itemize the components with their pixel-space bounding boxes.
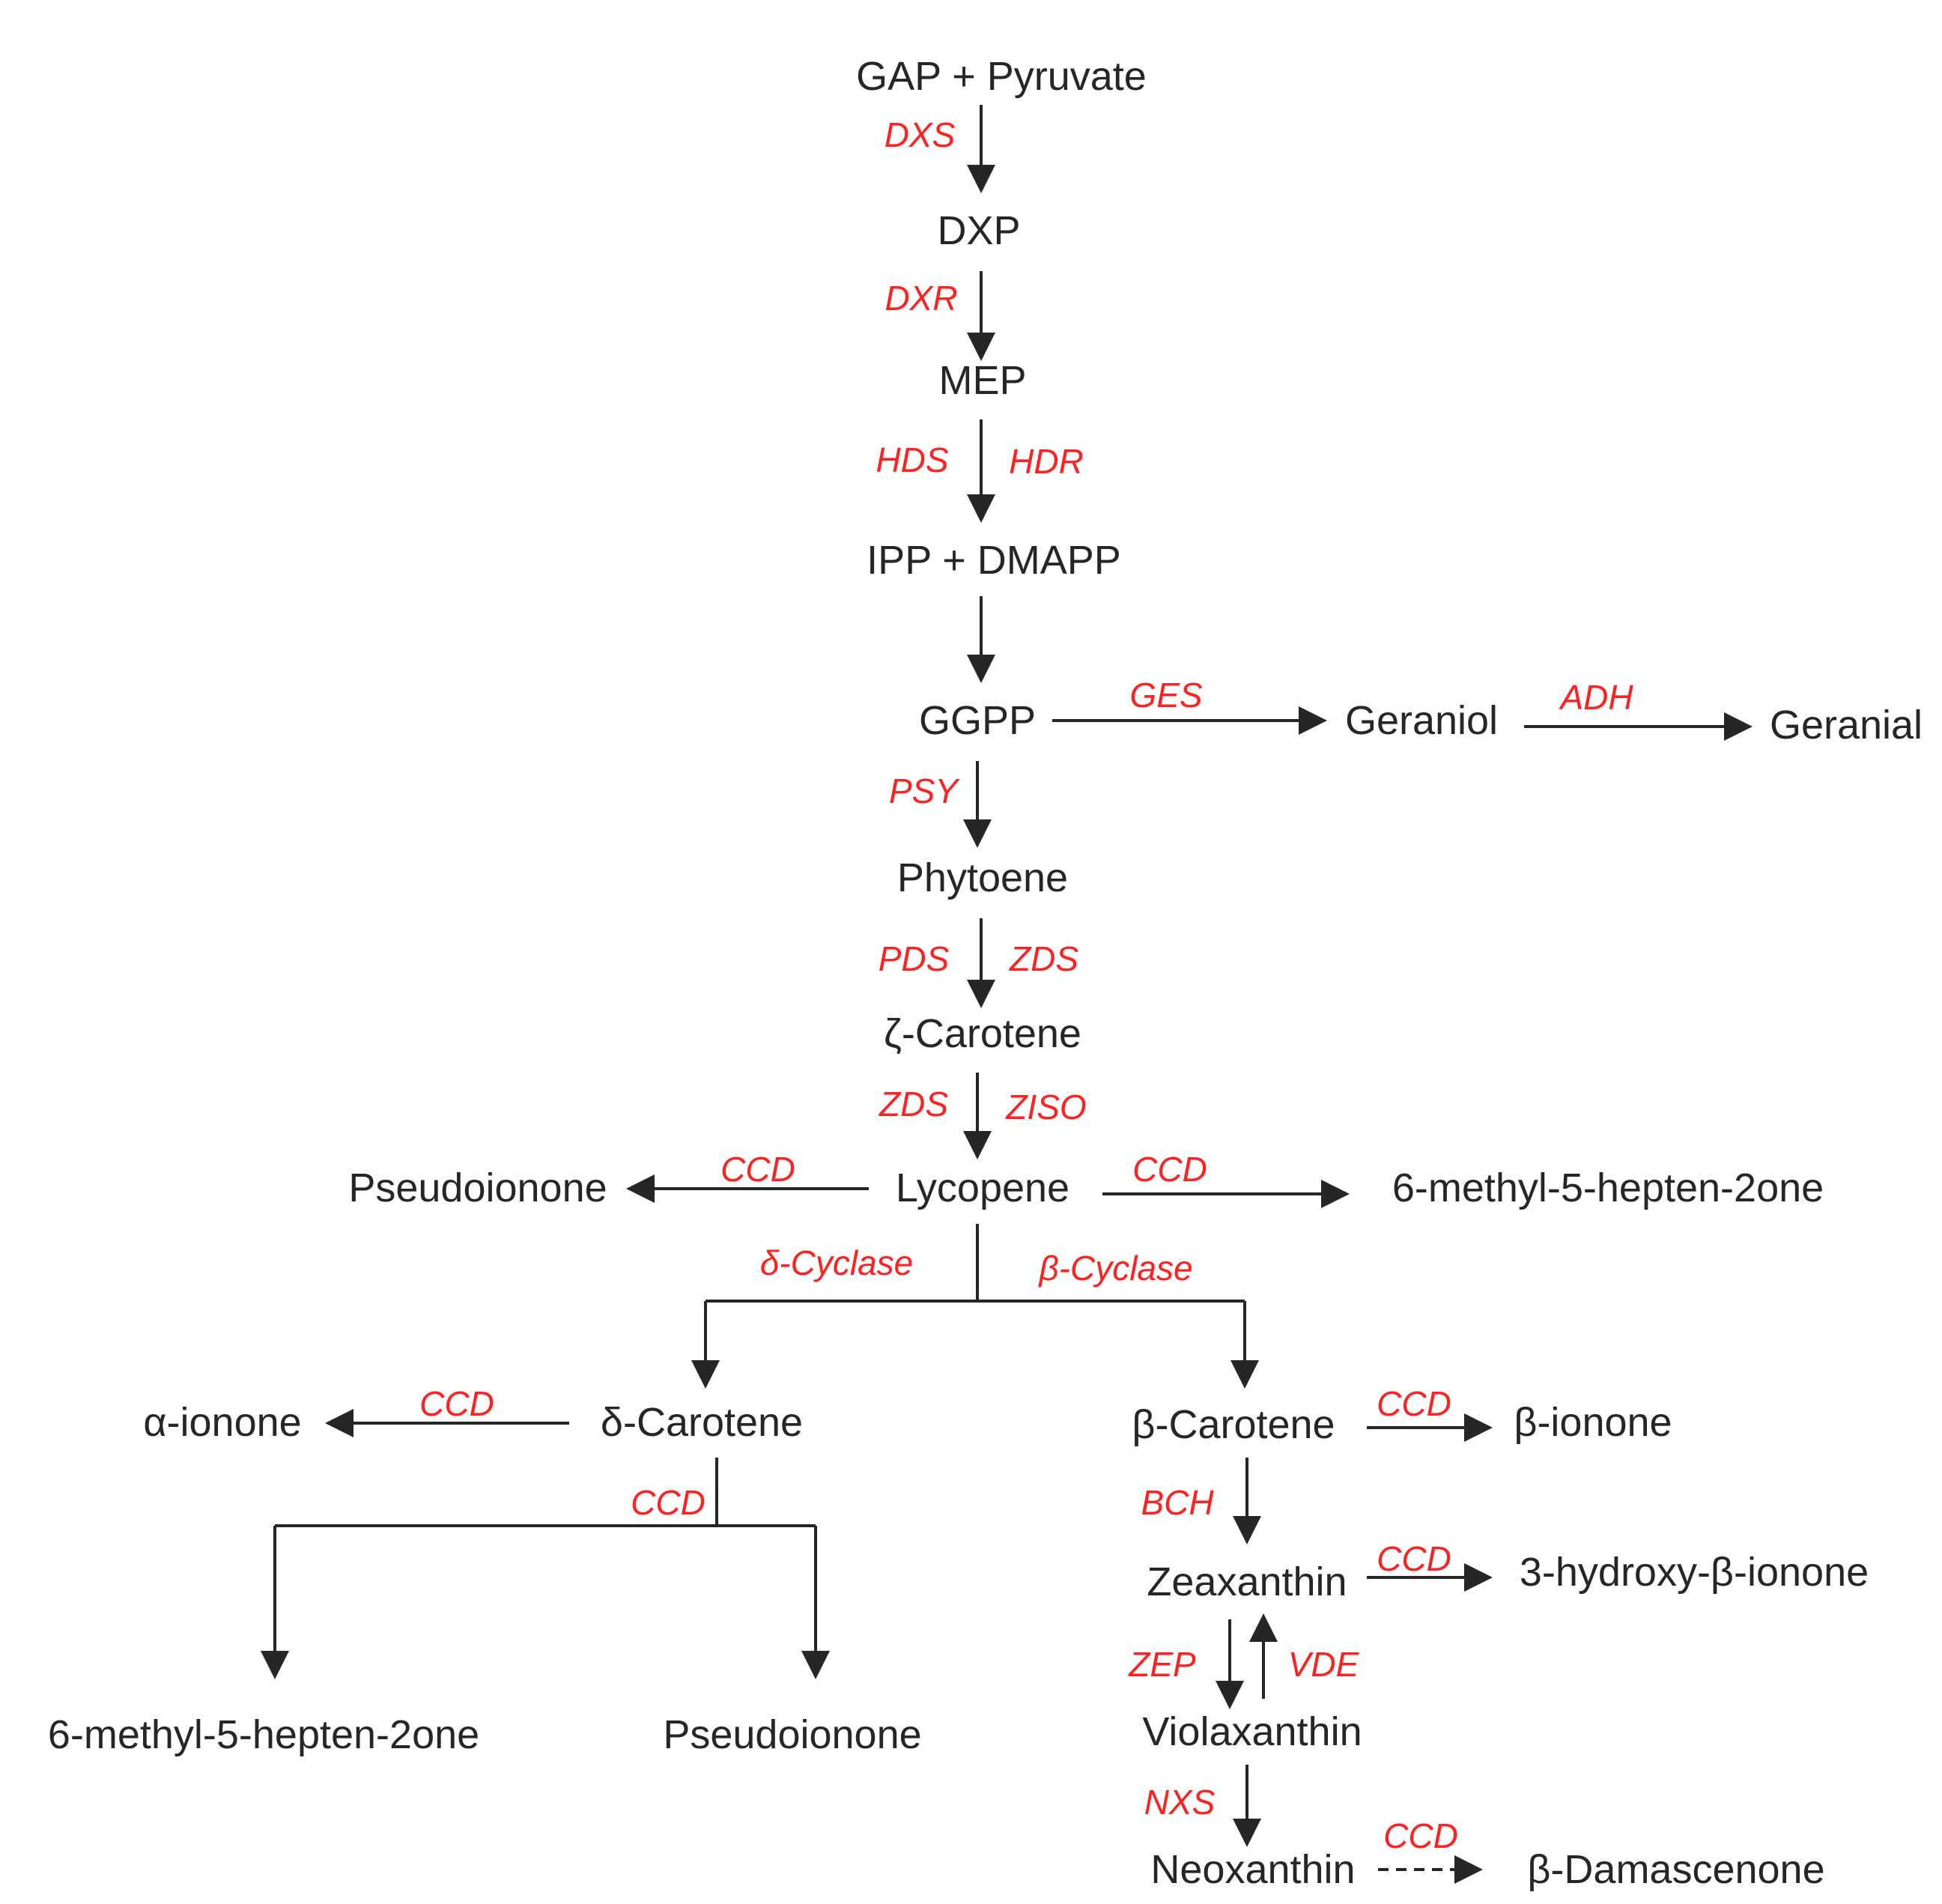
metabolite-methylheptenone-bottom: 6-methyl-5-hepten-2one	[48, 1712, 479, 1757]
enzyme-dxs: DXS	[884, 115, 956, 154]
metabolite-zeta-carotene: ζ-Carotene	[884, 1011, 1081, 1056]
metabolite-ggpp: GGPP	[919, 698, 1036, 743]
enzyme-ges: GES	[1129, 676, 1202, 715]
enzyme-delta-cyclase: δ-Cyclase	[760, 1243, 913, 1282]
metabolite-dxp: DXP	[937, 208, 1020, 253]
arrow-beta-carotene-to-zeaxanthin	[1233, 1458, 1261, 1544]
arrow-dxp-to-mep	[967, 271, 995, 361]
enzyme-hds: HDS	[876, 440, 948, 479]
arrow-geraniol-to-geranial	[1524, 712, 1753, 741]
enzyme-ccd-lycopene-left: CCD	[720, 1150, 795, 1189]
enzyme-ccd-lycopene-right: CCD	[1132, 1150, 1207, 1189]
arrow-gap-to-dxp	[967, 105, 995, 193]
enzyme-ccd-zeaxanthin: CCD	[1377, 1539, 1451, 1578]
metabolite-beta-ionone: β-ionone	[1514, 1400, 1672, 1445]
metabolite-hydroxy-beta-ionone: 3-hydroxy-β-ionone	[1520, 1550, 1869, 1595]
arrow-violaxanthin-to-neoxanthin	[1233, 1765, 1261, 1847]
metabolite-gap-pyruvate: GAP + Pyruvate	[856, 54, 1147, 99]
metabolite-delta-carotene: δ-Carotene	[601, 1400, 803, 1445]
arrow-violaxanthin-to-zeaxanthin	[1249, 1613, 1278, 1699]
enzyme-beta-cyclase: β-Cyclase	[1037, 1249, 1192, 1288]
arrow-zeta-carotene-to-lycopene	[963, 1073, 992, 1159]
enzyme-ccd-delta-split: CCD	[631, 1483, 706, 1522]
enzyme-psy: PSY	[889, 771, 960, 810]
arrow-lycopene-to-pseudoionone	[626, 1174, 869, 1203]
arrow-phytoene-to-zeta-carotene	[967, 918, 995, 1008]
metabolite-phytoene: Phytoene	[897, 855, 1068, 900]
arrow-mep-to-ipp	[967, 419, 995, 523]
metabolite-neoxanthin: Neoxanthin	[1150, 1847, 1355, 1892]
enzyme-ccd-alpha-ionone: CCD	[419, 1384, 494, 1423]
arrow-neoxanthin-to-beta-damascenone	[1378, 1855, 1483, 1884]
metabolite-beta-damascenone: β-Damascenone	[1527, 1847, 1824, 1892]
enzyme-vde: VDE	[1288, 1645, 1360, 1684]
metabolite-geraniol: Geraniol	[1345, 698, 1498, 743]
metabolite-pseudoionone-top: Pseudoionone	[348, 1165, 607, 1210]
metabolite-pseudoionone-bottom: Pseudoionone	[663, 1712, 921, 1757]
arrow-beta-carotene-to-beta-ionone	[1367, 1413, 1493, 1442]
enzyme-ccd-neoxanthin: CCD	[1383, 1816, 1458, 1855]
metabolite-violaxanthin: Violaxanthin	[1142, 1709, 1362, 1754]
metabolite-ipp-dmapp: IPP + DMAPP	[867, 538, 1121, 583]
enzyme-bch: BCH	[1141, 1483, 1214, 1522]
arrow-ggpp-to-phytoene	[963, 761, 992, 848]
metabolite-methylheptenone-top: 6-methyl-5-hepten-2one	[1392, 1165, 1824, 1210]
enzyme-dxr: DXR	[884, 279, 957, 318]
enzyme-pds: PDS	[879, 939, 950, 978]
arrow-zeaxanthin-to-hydroxy-beta-ionone	[1367, 1563, 1493, 1592]
arrow-delta-carotene-ccd-split	[261, 1458, 830, 1679]
enzyme-zds-lower: ZDS	[879, 1085, 948, 1124]
metabolite-lycopene: Lycopene	[896, 1165, 1069, 1210]
arrow-lycopene-to-methylheptenone	[1102, 1180, 1350, 1208]
metabolite-alpha-ionone: α-ionone	[143, 1400, 301, 1445]
enzyme-ccd-beta-ionone: CCD	[1377, 1384, 1451, 1423]
metabolite-beta-carotene: β-Carotene	[1132, 1402, 1335, 1447]
enzyme-nxs: NXS	[1144, 1783, 1216, 1822]
enzyme-adh: ADH	[1558, 678, 1633, 717]
metabolite-geranial: Geranial	[1770, 703, 1923, 748]
enzyme-hdr: HDR	[1009, 442, 1084, 481]
arrow-delta-carotene-to-alpha-ionone	[325, 1409, 569, 1437]
enzyme-ziso: ZISO	[1005, 1088, 1086, 1127]
arrow-lycopene-cyclase-split	[691, 1224, 1259, 1389]
metabolite-mep: MEP	[938, 358, 1026, 403]
arrow-ipp-to-ggpp	[967, 596, 995, 683]
arrow-ggpp-to-geraniol	[1052, 706, 1327, 735]
metabolite-zeaxanthin: Zeaxanthin	[1147, 1559, 1347, 1604]
arrow-zeaxanthin-to-violaxanthin	[1216, 1619, 1244, 1709]
enzyme-zep: ZEP	[1128, 1645, 1196, 1684]
enzyme-zds-upper: ZDS	[1009, 939, 1078, 978]
